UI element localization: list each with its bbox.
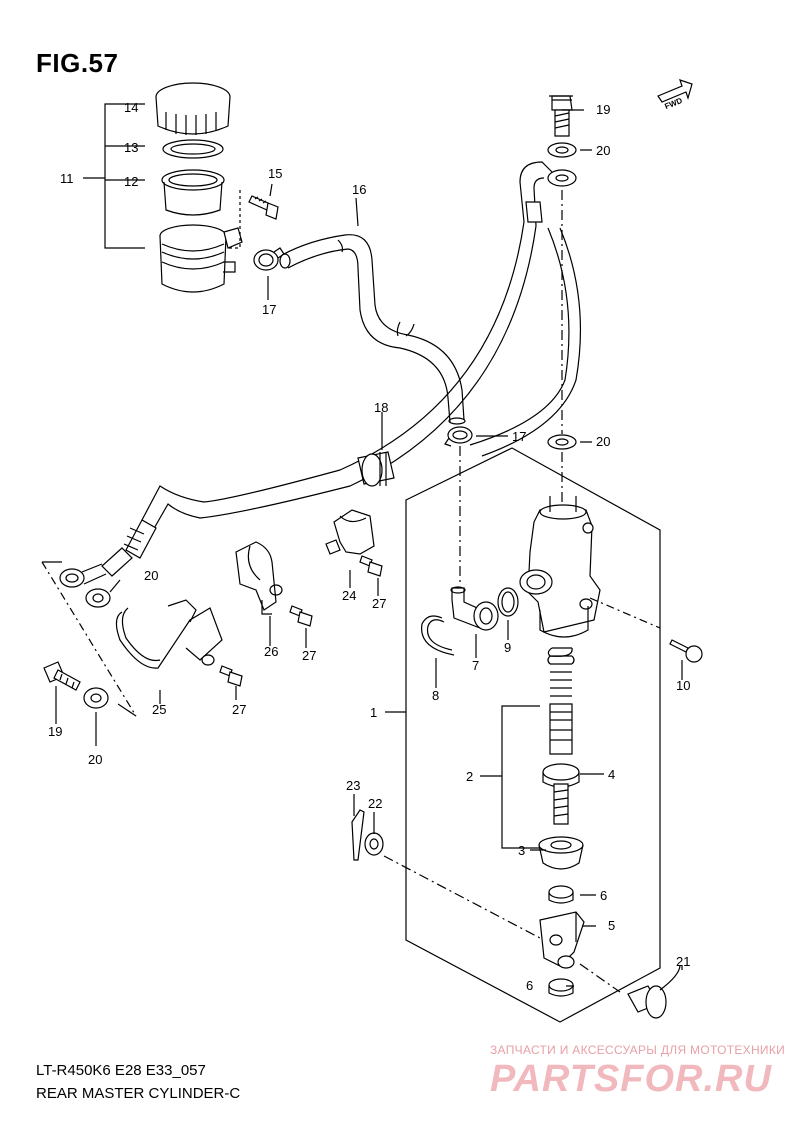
callout-5: 5 xyxy=(608,918,615,933)
hose-clamp-26 xyxy=(235,541,283,615)
callout-2: 2 xyxy=(466,769,473,784)
callout-13: 13 xyxy=(124,140,138,155)
callout-17: 17 xyxy=(262,302,276,317)
watermark-logo: PARTSFOR.RU xyxy=(490,1058,772,1100)
figure-title: FIG.57 xyxy=(36,48,119,78)
piston-kit xyxy=(549,703,573,755)
master-cylinder-body xyxy=(519,496,661,638)
callout-19: 19 xyxy=(596,102,610,117)
washer-22 xyxy=(364,832,384,856)
dust-boot xyxy=(538,836,584,870)
callout-16: 16 xyxy=(352,182,366,197)
callout-27b: 27 xyxy=(302,648,316,663)
callout-20c: 20 xyxy=(144,568,158,583)
reservoir-body xyxy=(159,224,243,293)
sealing-washer-20a xyxy=(547,142,577,158)
sealing-washer-20c xyxy=(85,588,111,608)
reservoir-diaphragm xyxy=(161,169,225,216)
callout-6b: 6 xyxy=(526,978,533,993)
callout-17b: 17 xyxy=(512,429,526,444)
callout-21: 21 xyxy=(676,954,690,969)
figure-caption: REAR MASTER CYLINDER-C xyxy=(36,1085,241,1102)
callout-23: 23 xyxy=(346,778,360,793)
callout-20: 20 xyxy=(596,143,610,158)
hose-clamp-24 xyxy=(325,509,375,555)
callout-22: 22 xyxy=(368,796,382,811)
bolt-15 xyxy=(248,195,279,220)
callout-15: 15 xyxy=(268,166,282,181)
lock-nut-6a xyxy=(548,885,574,904)
bolt-10 xyxy=(669,639,703,663)
bolt-27b xyxy=(289,605,313,627)
hose-connector-7 xyxy=(450,586,499,631)
lock-nut-6b xyxy=(548,978,574,997)
piston-spring xyxy=(547,647,575,697)
reservoir-gasket xyxy=(162,139,224,159)
callout-27a: 27 xyxy=(372,596,386,611)
clevis-pin-21 xyxy=(627,964,681,1019)
union-bolt-19b xyxy=(43,661,81,691)
reservoir-cap xyxy=(155,82,231,135)
model-code: LT-R450K6 E28 E33_057 xyxy=(36,1062,206,1079)
sealing-washer-20b xyxy=(547,434,577,450)
union-bolt-19 xyxy=(549,95,573,137)
hose-clamp-17 xyxy=(253,247,285,271)
hose-clamp-17b xyxy=(444,426,473,447)
callout-7: 7 xyxy=(472,658,479,673)
push-rod-stopper xyxy=(542,763,580,825)
o-ring-9 xyxy=(497,587,519,617)
callout-12: 12 xyxy=(124,174,138,189)
callout-8: 8 xyxy=(432,688,439,703)
callout-10: 10 xyxy=(676,678,690,693)
callout-11: 11 xyxy=(60,171,74,186)
hose-grommet-18 xyxy=(357,451,395,487)
callout-27c: 27 xyxy=(232,702,246,717)
callout-25: 25 xyxy=(152,702,166,717)
watermark-tagline: ЗАПЧАСТИ И АКСЕССУАРЫ ДЛЯ МОТОТЕХНИКИ xyxy=(490,1043,786,1057)
callout-20b: 20 xyxy=(596,434,610,449)
callout-3: 3 xyxy=(518,843,525,858)
bolt-27c xyxy=(219,665,243,687)
callout-4: 4 xyxy=(608,767,615,782)
callout-24: 24 xyxy=(342,588,356,603)
callout-20d: 20 xyxy=(88,752,102,767)
callout-14: 14 xyxy=(124,100,138,115)
callout-6a: 6 xyxy=(600,888,607,903)
hose-guide-25 xyxy=(115,599,223,669)
callout-9: 9 xyxy=(504,640,511,655)
callout-19b: 19 xyxy=(48,724,62,739)
reservoir-hose xyxy=(279,234,466,425)
callout-1: 1 xyxy=(370,705,377,720)
callout-18: 18 xyxy=(374,400,388,415)
forward-arrow-icon xyxy=(657,79,693,103)
cotter-pin-23 xyxy=(351,800,365,861)
circlip-8 xyxy=(421,615,455,656)
callout-26: 26 xyxy=(264,644,278,659)
sealing-washer-20d xyxy=(83,687,109,709)
clevis-5 xyxy=(539,911,585,969)
brake-hose xyxy=(59,161,582,588)
bolt-27a xyxy=(359,555,383,577)
